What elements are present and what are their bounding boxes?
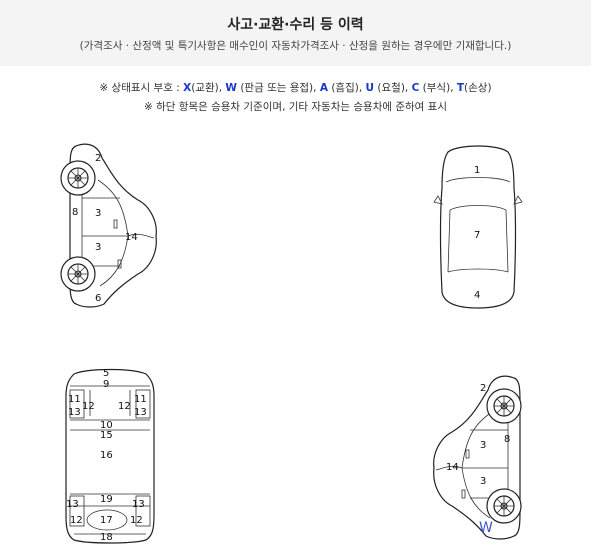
legend-desc-x: (교환) (191, 82, 219, 94)
part-3-lower: 3 (480, 476, 486, 487)
part-6: 6 (95, 293, 101, 304)
part-18: 18 (100, 532, 113, 543)
car-underside-diagram: 5 9 11 11 12 12 13 13 10 15 16 19 13 13 … (65, 368, 155, 544)
car-left-side-diagram: 2 8 3 3 14 6 (60, 143, 157, 308)
legend-desc-w: (판금 또는 용접) (236, 82, 314, 94)
part-8: 8 (72, 207, 78, 218)
part-7: 7 (474, 230, 480, 241)
car-right-side-diagram: 2 8 3 3 14 W (433, 375, 522, 540)
part-3-lower: 3 (95, 242, 101, 253)
part-19: 19 (100, 494, 113, 505)
legend-code-w: W (225, 82, 237, 94)
part-12-rear-left: 12 (70, 515, 83, 526)
part-4: 4 (474, 290, 480, 301)
legend-code-u: U (365, 82, 375, 94)
part-1: 1 (474, 165, 480, 176)
header: 사고·교환·수리 등 이력 (가격조사 · 산정액 및 특기사항은 매수인이 자… (0, 0, 591, 66)
legend-prefix: ※ 상태표시 부호 : (99, 82, 184, 94)
part-10: 10 (100, 420, 113, 431)
part-13-left: 13 (68, 407, 81, 418)
part-14: 14 (446, 462, 459, 473)
front-wheel-right (486, 388, 522, 424)
status-legend: ※ 상태표시 부호 : X(교환), W (판금 또는 용접), A (흠집),… (99, 82, 492, 94)
part-9: 9 (103, 379, 109, 390)
legend-code-c: C (411, 82, 420, 94)
part-13-right: 13 (134, 407, 147, 418)
legend-desc-t: (손상) (464, 82, 492, 94)
part-12-right: 12 (118, 401, 131, 412)
part-2: 2 (95, 153, 101, 164)
rear-wheel-right (486, 488, 522, 524)
part-17: 17 (100, 515, 113, 526)
legend-desc-u: (요철) (374, 82, 405, 94)
part-15: 15 (100, 430, 113, 441)
part-2: 2 (480, 383, 486, 394)
part-12-rear-right: 12 (130, 515, 143, 526)
page-subtitle: (가격조사 · 산정액 및 특기사항은 매수인이 자동차가격조사 · 산정을 원… (79, 40, 512, 52)
part-14: 14 (125, 232, 138, 243)
part-13-rear-right: 13 (132, 499, 145, 510)
legend-code-x: X (183, 82, 192, 94)
legend-code-a: A (319, 82, 328, 94)
part-5: 5 (103, 368, 109, 379)
rear-wheel (60, 256, 96, 292)
legend-note: ※ 하단 항목은 승용차 기준이며, 기타 자동차는 승용차에 준하여 표시 (144, 101, 447, 113)
damage-mark-w: W (479, 520, 493, 536)
car-top-diagram: 1 7 4 (433, 145, 523, 309)
part-11-right: 11 (134, 394, 147, 405)
part-8: 8 (504, 434, 510, 445)
legend-code-t: T (456, 82, 465, 94)
part-3-upper: 3 (95, 208, 101, 219)
car-underside-outline (65, 368, 155, 544)
part-16: 16 (100, 450, 113, 461)
front-wheel (60, 160, 96, 196)
part-12-left: 12 (82, 401, 95, 412)
part-11-left: 11 (68, 394, 81, 405)
part-3-upper: 3 (480, 440, 486, 451)
legend-desc-a: (흠집) (327, 82, 359, 94)
legend-desc-c: (부식) (419, 82, 451, 94)
part-13-rear-left: 13 (66, 499, 79, 510)
page-title: 사고·교환·수리 등 이력 (227, 17, 364, 33)
car-top-outline (439, 145, 517, 309)
